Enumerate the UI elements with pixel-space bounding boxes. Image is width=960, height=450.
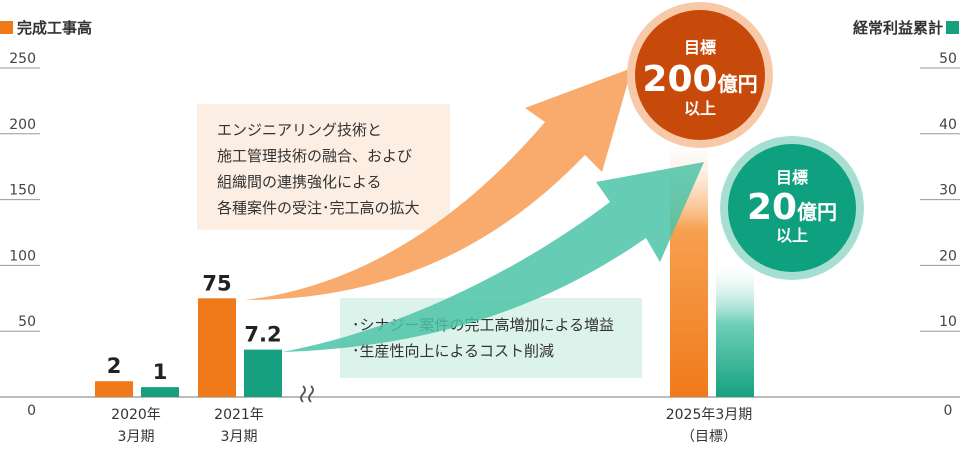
target-right-number: 20 xyxy=(747,187,797,228)
bar-right-label-2: 7.2 xyxy=(244,323,281,347)
right-tick-label: 10 xyxy=(939,314,957,330)
bar-left-2 xyxy=(198,298,236,397)
target-left-value: 200億円 xyxy=(642,59,757,100)
annotation-green-line-2: ･生産性向上によるコスト削減 xyxy=(352,342,554,360)
left-tick-label: 150 xyxy=(9,183,36,199)
target-left-number: 200 xyxy=(642,59,717,100)
right-tick-label: 30 xyxy=(939,183,957,199)
target-left-circle xyxy=(635,10,765,140)
axis-break-icon xyxy=(300,385,314,403)
left-tick-label: 250 xyxy=(9,51,36,67)
bar-left-label-1: 2 xyxy=(107,354,122,378)
x-label-3-line-1: 2025年3月期 xyxy=(666,407,753,423)
target-left-suffix: 以上 xyxy=(684,99,716,118)
bars-group: 2 75 1 7.2 xyxy=(95,140,754,397)
bar-left-label-2: 75 xyxy=(202,271,231,295)
left-tick-label: 200 xyxy=(9,117,36,133)
target-right-label: 目標 xyxy=(776,168,808,187)
bar-right-3 xyxy=(716,265,754,397)
annotation-orange-line-1: エンジニアリング技術と xyxy=(217,121,382,139)
left-tick-label: 50 xyxy=(18,314,36,330)
target-right-circle xyxy=(728,144,856,272)
right-tick-label: 0 xyxy=(944,403,953,419)
growth-arrow-green xyxy=(282,162,704,352)
x-label-2-line-2: 3月期 xyxy=(221,429,258,445)
legend-left-label: 完成工事高 xyxy=(17,19,92,37)
x-label-2-line-1: 2021年 xyxy=(214,407,264,423)
x-label-3-line-2: （目標） xyxy=(681,429,737,445)
target-right-value: 20億円 xyxy=(747,187,837,228)
left-axis-ticks: 0 50 100 150 200 250 xyxy=(9,51,36,419)
annotation-orange-line-3: 組織間の連携強化による xyxy=(217,173,382,191)
growth-arrow-orange xyxy=(245,68,632,300)
legend-swatch-left xyxy=(0,21,13,34)
annotation-box-orange xyxy=(197,104,450,230)
right-tick-label: 50 xyxy=(939,51,957,67)
right-tick-label: 20 xyxy=(939,248,957,264)
target-right-unit: 億円 xyxy=(797,200,837,224)
legend-swatch-right xyxy=(946,21,959,34)
bar-right-2 xyxy=(244,349,282,397)
left-tick-label: 0 xyxy=(27,403,36,419)
target-left-label: 目標 xyxy=(684,38,716,57)
legend-right-label: 経常利益累計 xyxy=(853,19,943,37)
right-axis-ticks: 0 10 20 30 40 50 xyxy=(939,51,957,419)
annotation-orange-line-4: 各種案件の受注･完工高の拡大 xyxy=(217,199,420,217)
left-tick-label: 100 xyxy=(9,248,36,264)
bar-right-1 xyxy=(141,387,179,397)
bar-left-1 xyxy=(95,381,133,397)
target-left-unit: 億円 xyxy=(718,72,758,96)
x-label-1-line-2: 3月期 xyxy=(118,429,155,445)
target-right-suffix: 以上 xyxy=(776,226,808,245)
x-label-1-line-1: 2020年 xyxy=(111,407,161,423)
bar-right-label-1: 1 xyxy=(153,360,168,384)
annotation-orange-line-2: 施工管理技術の融合、および xyxy=(217,147,412,165)
right-tick-label: 40 xyxy=(939,117,957,133)
